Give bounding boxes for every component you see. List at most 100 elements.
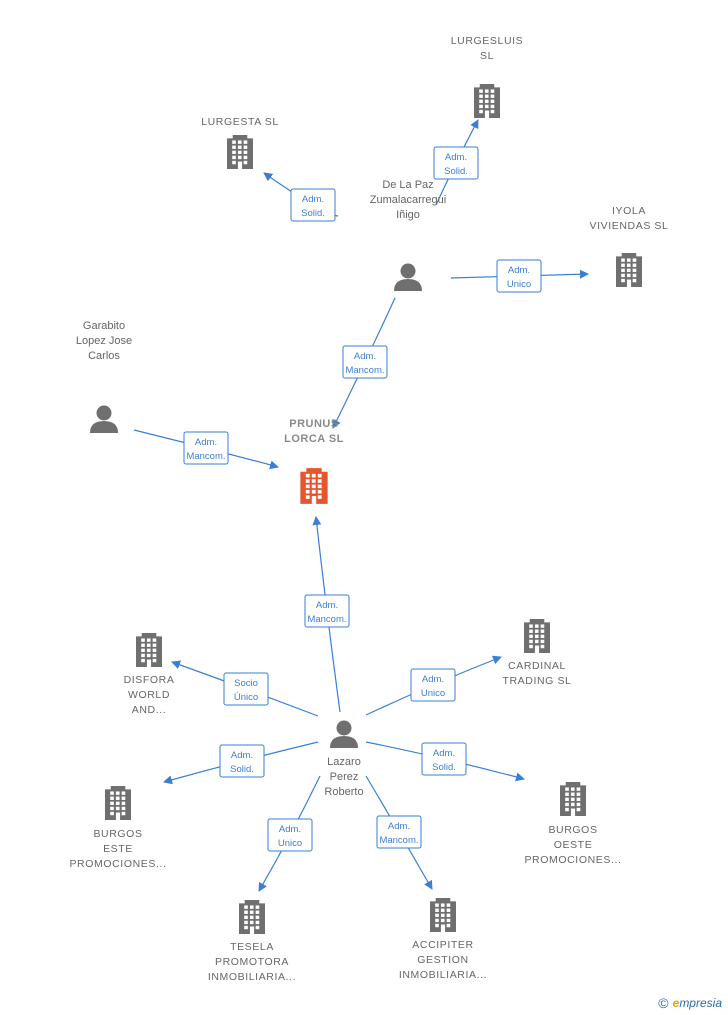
node-label: TESELA	[230, 941, 274, 953]
brand-logo-rest: mpresia	[679, 996, 722, 1010]
edge-label-text: Mancom.	[345, 365, 384, 376]
person-icon	[90, 405, 118, 433]
node-label: SL	[480, 50, 494, 62]
edge-label-box[interactable]	[496, 259, 542, 293]
edge-label-box[interactable]	[376, 815, 422, 849]
edge-label-text: Unico	[278, 838, 302, 849]
edge-label-box[interactable]	[342, 345, 388, 379]
node-label: Perez	[330, 771, 359, 783]
building-icon	[227, 135, 253, 169]
node-label: LURGESLUIS	[451, 35, 524, 47]
node-label: TRADING SL	[502, 675, 571, 687]
edge-label-text: Único	[234, 692, 258, 703]
node-label: Lazaro	[327, 756, 361, 768]
edge-label-text: Solid.	[432, 762, 456, 773]
node-label: IYOLA	[612, 205, 646, 217]
building-icon	[105, 786, 131, 820]
node-label: AND...	[132, 704, 167, 716]
node-label: LURGESTA SL	[201, 116, 279, 128]
node-label: OESTE	[554, 839, 593, 851]
edge-lazaro-to-burgos_este: Adm. Solid.	[163, 741, 319, 785]
node-burgos_oeste[interactable]: BURGOS OESTE PROMOCIONES...	[524, 782, 621, 866]
edge-label-box[interactable]	[223, 672, 269, 706]
building-icon	[136, 633, 162, 667]
node-burgos_este[interactable]: BURGOSESTEPROMOCIONES...	[69, 786, 166, 870]
nodes-layer: PRUNUS LORCA SL LURGESTA SL LURGESLUIS SL IYO…	[69, 35, 669, 983]
edge-label-text: Mancom.	[186, 451, 225, 462]
edge-label-text: Adm.	[231, 750, 253, 761]
node-lurgesluis[interactable]: LURGESLUIS SL	[451, 35, 524, 118]
node-iyola[interactable]: IYOLA VIVIENDAS SL	[590, 205, 669, 287]
node-label: ACCIPITER	[412, 939, 473, 951]
building-icon	[300, 468, 328, 504]
node-cardinal[interactable]: CARDINAL TRADING SL	[502, 619, 571, 687]
brand-logo: empresia	[673, 996, 722, 1010]
edge-label-text: Adm.	[195, 437, 217, 448]
edge-label-box[interactable]	[267, 818, 313, 852]
edge-label-box[interactable]	[433, 146, 479, 180]
building-icon	[559, 782, 586, 816]
edge-label-text: Adm.	[354, 351, 376, 362]
edge-label-text: Solid.	[444, 166, 468, 177]
node-label: Garabito	[83, 320, 125, 332]
edge-label-text: Solid.	[301, 208, 325, 219]
building-icon	[474, 84, 500, 118]
node-disfora[interactable]: DISFORA WORLD AND...	[124, 633, 175, 716]
edge-label-text: Adm.	[279, 824, 301, 835]
person-icon	[394, 263, 422, 291]
node-label: BURGOS	[93, 828, 142, 840]
edge-label-box[interactable]	[290, 188, 336, 222]
edge-label-text: Mancom.	[379, 835, 418, 846]
node-label: PROMOTORA	[215, 956, 289, 968]
node-label: ESTE	[103, 843, 133, 855]
node-label: INMOBILIARIA...	[208, 971, 296, 983]
node-label: LORCA SL	[284, 433, 344, 445]
node-label: Lopez Jose	[76, 335, 132, 347]
node-label: Iñigo	[396, 209, 420, 221]
edge-delapaz-to-prunus: Adm. Mancom.	[332, 297, 396, 429]
node-label: De La Paz	[382, 179, 433, 191]
edge-label-text: Adm.	[422, 674, 444, 685]
node-lurgesta[interactable]: LURGESTA SL	[201, 116, 279, 169]
edge-label-text: Adm.	[388, 821, 410, 832]
edge-label-box[interactable]	[183, 431, 229, 465]
node-label: Roberto	[324, 786, 363, 798]
edge-delapaz-to-lurgesluis: Adm. Solid.	[433, 119, 479, 206]
edge-label-text: Adm.	[316, 600, 338, 611]
node-label: PRUNUS	[289, 418, 338, 430]
node-label: DISFORA	[124, 674, 175, 686]
copyright-symbol: ©	[658, 995, 669, 1011]
edge-lazaro-to-accipiter: Adm. Mancom.	[365, 775, 433, 890]
edge-label-text: Unico	[507, 279, 531, 290]
edge-label-text: Solid.	[230, 764, 254, 775]
node-accipiter[interactable]: ACCIPITER GESTION INMOBILIARIA...	[399, 898, 487, 981]
brand-logo-initial: e	[672, 996, 680, 1010]
node-label: GESTION	[417, 954, 468, 966]
node-tesela[interactable]: TESELA PROMOTORA INMOBILIARIA...	[208, 900, 296, 983]
building-icon	[523, 619, 550, 653]
node-prunus[interactable]: PRUNUS LORCA SL	[284, 418, 344, 504]
edge-label-box[interactable]	[421, 742, 467, 776]
building-icon	[615, 253, 642, 287]
edge-label-box[interactable]	[304, 594, 350, 628]
node-label: INMOBILIARIA...	[399, 969, 487, 981]
node-label: Zumalacarregui	[370, 194, 446, 206]
edge-label-text: Adm.	[302, 194, 324, 205]
node-label: WORLD	[128, 689, 170, 701]
node-label: VIVIENDAS SL	[590, 220, 669, 232]
edge-garabito-to-prunus: Adm. Mancom.	[133, 429, 279, 470]
node-label: CARDINAL	[508, 660, 566, 672]
node-label: PROMOCIONES...	[524, 854, 621, 866]
edge-label-box[interactable]	[410, 668, 456, 702]
edge-lazaro-to-burgos_oeste: Adm.Solid.	[365, 741, 525, 782]
edge-label-box[interactable]	[219, 744, 265, 778]
edge-label-text: Adm.	[445, 152, 467, 163]
node-label: Carlos	[88, 350, 120, 362]
node-label: BURGOS	[548, 824, 597, 836]
footer-brand: © empresia	[658, 995, 722, 1011]
